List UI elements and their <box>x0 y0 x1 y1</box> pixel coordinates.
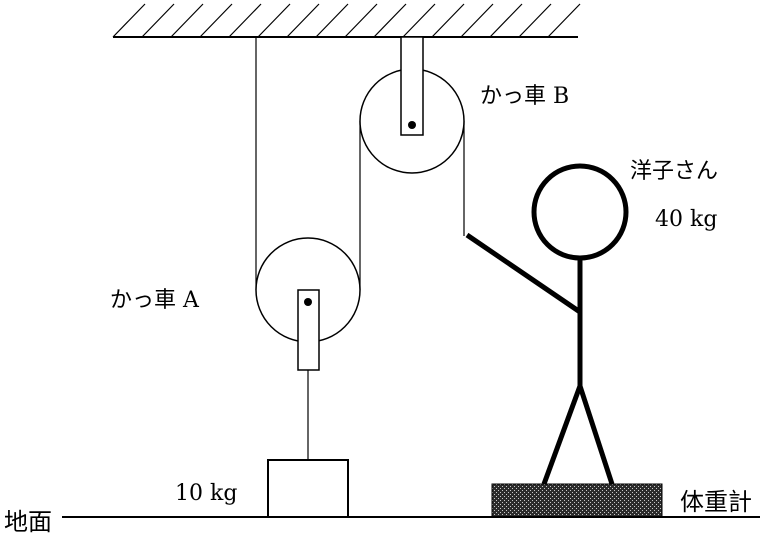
ceiling-hatching <box>112 3 581 38</box>
block-mass-label: 10 kg <box>175 481 237 506</box>
pulley-b-label: かっ車 B <box>480 84 569 109</box>
person-left-leg <box>541 385 583 485</box>
ceiling-hatch-mark <box>373 3 407 38</box>
ceiling-hatch-mark <box>141 3 175 38</box>
pulley-b <box>359 36 465 174</box>
ceiling-hatch-mark <box>112 3 146 38</box>
pulley-b-axle <box>408 121 416 129</box>
ceiling-hatch-mark <box>170 3 204 38</box>
ceiling-hatch-mark <box>315 3 349 38</box>
person-arm <box>465 232 582 315</box>
pulley-a-axle <box>304 298 312 306</box>
ceiling-hatch-mark <box>547 3 581 38</box>
person-figure <box>465 163 629 485</box>
person-mass-label: 40 kg <box>655 207 717 232</box>
person-right-leg <box>577 385 615 485</box>
pulley-b-bracket <box>400 36 424 136</box>
scale-label: 体重計 <box>680 488 752 516</box>
ceiling-hatch-mark <box>228 3 262 38</box>
ceiling-hatch-mark <box>489 3 523 38</box>
bathroom-scale <box>491 483 663 518</box>
ceiling-hatch-mark <box>257 3 291 38</box>
pulley-a-bracket <box>297 289 320 371</box>
pulley-a-label: かっ車 A <box>110 288 200 313</box>
ceiling-hatch-mark <box>199 3 233 38</box>
ceiling-hatch-mark <box>431 3 465 38</box>
ceiling-hatch-mark <box>402 3 436 38</box>
ceiling-hatch-mark <box>518 3 552 38</box>
ropes <box>255 37 465 460</box>
block <box>267 459 349 518</box>
ceiling <box>112 3 581 38</box>
person-head <box>531 163 629 261</box>
ceiling-hatch-mark <box>344 3 378 38</box>
pulley-a <box>255 237 361 371</box>
person-name-label: 洋子さん <box>630 159 718 184</box>
ceiling-hatch-mark <box>460 3 494 38</box>
ceiling-hatch-mark <box>286 3 320 38</box>
ground-label: 地面 <box>4 508 52 536</box>
